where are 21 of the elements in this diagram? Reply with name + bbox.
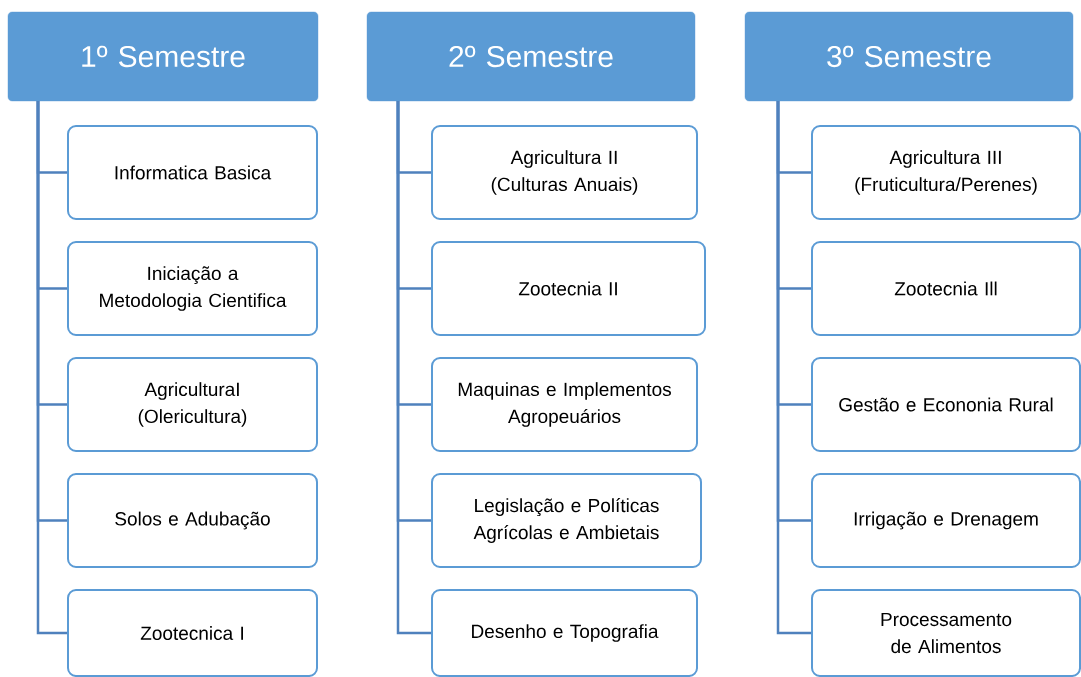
course-box: Irrigação e Drenagem (811, 473, 1081, 568)
header-box: 1º Semestre (7, 11, 319, 102)
course-box: Agricultura III (Fruticultura/Perenes) (811, 125, 1081, 220)
course-box: Zootecnia II (431, 241, 706, 336)
course-box: AgriculturaI (Olericultura) (67, 357, 318, 452)
course-box: Zootecnia Ill (811, 241, 1081, 336)
course-box: Gestão e Econonia Rural (811, 357, 1081, 452)
tree-connector (776, 101, 811, 635)
course-box: Agricultura II (Culturas Anuais) (431, 125, 698, 220)
course-box: Iniciação a Metodologia Cientifica (67, 241, 318, 336)
header-box: 3º Semestre (744, 11, 1074, 102)
course-box: Desenho e Topografia (431, 589, 698, 677)
course-box: Solos e Adubação (67, 473, 318, 568)
course-box: Informatica Basica (67, 125, 318, 220)
header-box: 2º Semestre (366, 11, 696, 102)
tree-connector (396, 101, 431, 635)
course-box: Processamento de Alimentos (811, 589, 1081, 677)
course-box: Maquinas e Implementos Agropeuários (431, 357, 698, 452)
course-box: Legislação e Políticas Agrícolas e Ambietais (431, 473, 702, 568)
tree-connector (36, 101, 67, 635)
course-box: Zootecnica I (67, 589, 318, 677)
